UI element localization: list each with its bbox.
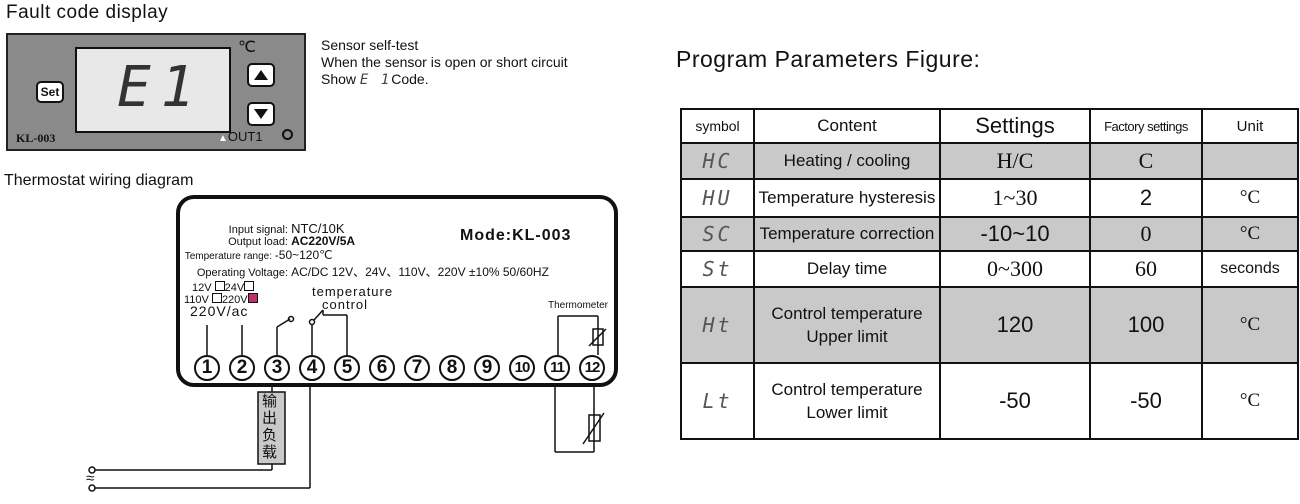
table-row: HC Heating / cooling H/C C	[680, 142, 1299, 180]
settings-cell: 120	[939, 286, 1091, 364]
content-cell: Temperature correction	[753, 216, 941, 252]
table-header-row: symbol Content Settings Factory settings…	[680, 108, 1299, 144]
checked-checkbox-icon	[247, 293, 258, 303]
external-wiring	[88, 383, 605, 492]
settings-cell: 1~30	[939, 178, 1091, 218]
terminal-3: 3	[264, 355, 290, 381]
content-cell: Delay time	[753, 250, 941, 288]
wiring-diagram-title: Thermostat wiring diagram	[4, 172, 194, 189]
spec-output: Output load: AC220V/5A	[228, 234, 356, 248]
table-row: HU Temperature hysteresis 1~30 2 °C	[680, 178, 1299, 218]
output-load-label: 输 出 负 载	[262, 392, 278, 461]
voltage-option-row1: 12V 24V	[192, 281, 255, 294]
spec-input: Input signal: NTC/10K	[228, 221, 345, 236]
table-row: St Delay time 0~300 60 seconds	[680, 250, 1299, 288]
header-settings: Settings	[939, 108, 1091, 144]
terminal-9: 9	[474, 355, 500, 381]
fault-code-readout: E1	[117, 55, 205, 120]
supply-label: 220V/ac	[190, 303, 249, 319]
factory-cell: 60	[1089, 250, 1203, 288]
factory-cell: -50	[1089, 362, 1203, 440]
terminal-6: 6	[369, 355, 395, 381]
symbol-cell: SC	[680, 216, 755, 252]
unit-cell: °C	[1201, 216, 1299, 252]
out1-label: ▲OUT1	[218, 129, 263, 144]
terminal-8: 8	[439, 355, 465, 381]
factory-cell: 0	[1089, 216, 1203, 252]
self-test-note: Sensor self-test When the sensor is open…	[321, 37, 568, 89]
terminal-12: 12	[579, 355, 605, 381]
header-unit: Unit	[1201, 108, 1299, 144]
symbol-cell: HC	[680, 142, 755, 180]
checkbox-icon	[211, 293, 222, 303]
symbol-cell: HU	[680, 178, 755, 218]
content-cell: Heating / cooling	[753, 142, 941, 180]
down-arrow-key[interactable]	[247, 102, 275, 126]
up-arrow-key[interactable]	[247, 63, 275, 87]
header-content: Content	[753, 108, 941, 144]
terminal-4: 4	[299, 355, 325, 381]
table-row: SC Temperature correction -10~10 0 °C	[680, 216, 1299, 252]
fault-code-title: Fault code display	[6, 2, 169, 23]
content-cell: Control temperature Lower limit	[753, 362, 941, 440]
self-test-line1: Sensor self-test	[321, 37, 419, 53]
content-cell: Control temperature Upper limit	[753, 286, 941, 364]
terminal-2: 2	[229, 355, 255, 381]
content-cell: Temperature hysteresis	[753, 178, 941, 218]
checkbox-icon	[214, 281, 225, 291]
controller-body: Input signal: NTC/10K Output load: AC220…	[176, 195, 618, 387]
settings-cell: -50	[939, 362, 1091, 440]
unit-cell: °C	[1201, 178, 1299, 218]
terminal-11: 11	[544, 355, 570, 381]
settings-cell: 0~300	[939, 250, 1091, 288]
self-test-line2: When the sensor is open or short circuit	[321, 54, 568, 70]
terminal-5: 5	[334, 355, 360, 381]
output-indicator-dot	[282, 129, 293, 140]
symbol-cell: Lt	[680, 362, 755, 440]
unit-cell	[1201, 142, 1299, 180]
code-glyph: E 1	[359, 72, 392, 88]
spec-range: Temperature range: -50~120℃	[184, 248, 333, 262]
out1-text: OUT1	[227, 129, 263, 144]
mode-label: Mode:KL-003	[460, 227, 572, 244]
symbol-cell: Ht	[680, 286, 755, 364]
voltage-option-row2: 110V 220V	[184, 293, 258, 306]
terminal-7: 7	[404, 355, 430, 381]
factory-cell: 100	[1089, 286, 1203, 364]
params-table: symbol Content Settings Factory settings…	[680, 108, 1299, 440]
factory-cell: C	[1089, 142, 1203, 180]
header-factory: Factory settings	[1089, 108, 1203, 144]
terminal-1: 1	[194, 355, 220, 381]
temperature-control-label: temperature control	[312, 284, 394, 312]
symbol-cell: St	[680, 250, 755, 288]
settings-cell: H/C	[939, 142, 1091, 180]
celsius-symbol: ℃	[238, 39, 256, 56]
down-arrow-icon	[254, 109, 268, 119]
internal-wiring	[206, 309, 607, 355]
params-title: Program Parameters Figure:	[676, 46, 981, 72]
thermometer-label: Thermometer	[548, 300, 609, 311]
unit-cell: seconds	[1201, 250, 1299, 288]
ac-symbol: ≈	[86, 470, 95, 487]
triangle-icon: ▲	[218, 133, 228, 144]
header-symbol: symbol	[680, 108, 755, 144]
settings-cell: -10~10	[939, 216, 1091, 252]
unit-cell: °C	[1201, 362, 1299, 440]
model-label: KL-003	[16, 131, 56, 145]
up-arrow-icon	[254, 70, 268, 80]
self-test-line3: Show E 1Code.	[321, 71, 429, 88]
unit-cell: °C	[1201, 286, 1299, 364]
checkbox-icon	[244, 281, 255, 291]
set-key[interactable]: Set	[36, 81, 64, 103]
table-row: Ht Control temperature Upper limit 120 1…	[680, 286, 1299, 364]
spec-voltage: Operating Voltage: AC/DC 12V、24V、110V、22…	[196, 265, 549, 279]
table-row: Lt Control temperature Lower limit -50 -…	[680, 362, 1299, 440]
thermostat-panel: Set E1 ℃ KL-003 ▲OUT1	[6, 33, 306, 151]
lcd-display: E1	[75, 47, 293, 140]
factory-cell: 2	[1089, 178, 1203, 218]
terminal-10: 10	[509, 355, 535, 381]
